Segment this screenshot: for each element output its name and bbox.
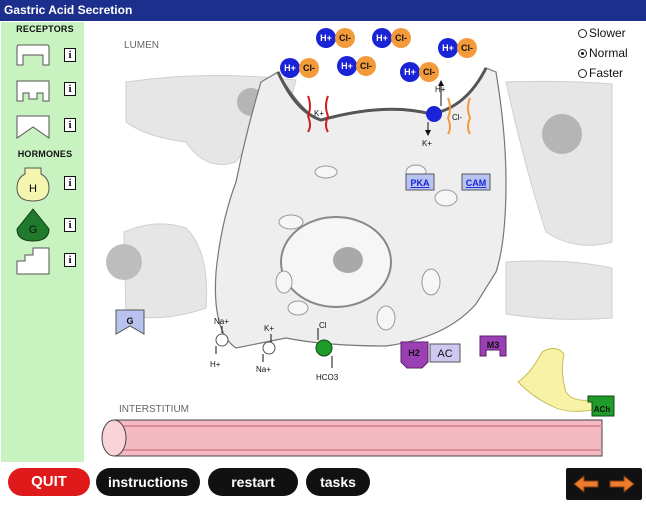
hormone-h-info-button[interactable]: i [64,176,76,190]
radio-dot-icon [578,29,587,38]
hormone-g-label: G [29,224,38,236]
receptor-type-3-icon[interactable] [16,115,50,139]
svg-text:G: G [126,316,133,326]
receptor-type-2-icon[interactable] [16,79,50,103]
ach-receptor-icon: ACh [587,395,615,417]
na-out-label: Na+ [256,365,271,374]
receptor-3-info-button[interactable]: i [64,118,76,132]
h-cl-pair-1: H+ Cl- [316,28,355,48]
g-receptor-icon: G [115,309,145,335]
hormone-g-info-button[interactable]: i [64,218,76,232]
receptor-type-1-icon[interactable] [16,44,50,66]
proton-pump-icon [425,80,444,136]
hormone-type-3-icon[interactable] [16,247,50,275]
quit-button[interactable]: QUIT [8,468,90,496]
hormone-3-info-button[interactable]: i [64,253,76,267]
hco3-label: HCO3 [316,373,339,382]
svg-text:ACh: ACh [594,405,611,414]
restart-button[interactable]: restart [208,468,298,496]
receptor-2-info-button[interactable]: i [64,82,76,96]
h-cl-pair-6: H+ Cl- [400,62,439,82]
cl-channel-icon [446,97,472,135]
ac-enzyme-icon: AC [429,343,461,363]
navigation-box [566,468,642,500]
svg-text:Cl-: Cl- [303,63,315,73]
cl-hco3-exchanger-icon [315,328,333,368]
right-arrow-icon[interactable] [609,474,635,494]
cl-channel-label: Cl- [452,113,463,122]
pump-k-label: K+ [422,139,432,148]
svg-text:H+: H+ [376,33,388,43]
k-in-label: K+ [264,324,274,333]
receptors-heading: RECEPTORS [16,24,74,34]
na-transporter-icon [215,326,229,354]
speed-slower-radio[interactable]: Slower [578,26,626,40]
na-in-label: Na+ [214,317,229,326]
na-k-pump-icon [262,334,276,362]
h-cl-pair-2: H+ Cl- [372,28,411,48]
left-arrow-icon[interactable] [573,474,599,494]
h-cl-pair-4: H+ Cl- [280,58,319,78]
svg-text:Cl-: Cl- [339,33,351,43]
svg-text:H+: H+ [341,61,353,71]
window-title: Gastric Acid Secretion [0,0,646,21]
hormone-g-icon[interactable]: G [16,208,50,242]
cell-scene: LUMEN INTERSTITIUM H+ Cl- H+ Cl- H+ Cl- … [86,22,646,462]
lumen-label: LUMEN [124,40,159,51]
svg-text:Cl-: Cl- [395,33,407,43]
receptor-1-info-button[interactable]: i [64,48,76,62]
speed-faster-radio[interactable]: Faster [578,66,623,80]
svg-text:H+: H+ [320,33,332,43]
cl-in-label: Cl [319,321,327,330]
svg-text:Cl-: Cl- [423,67,435,77]
pka-enzyme[interactable]: PKA [410,178,430,188]
svg-text:Cl-: Cl- [360,61,372,71]
blood-vessel-icon [101,419,603,457]
h-cl-pair-5: H+ Cl- [337,56,376,76]
k-channel-icon [306,95,330,133]
tasks-button[interactable]: tasks [306,468,370,496]
m3-receptor-icon: M3 [479,335,507,357]
sidebar: RECEPTORS i i i HORMONES H i G i i [1,22,84,462]
svg-text:H+: H+ [404,67,416,77]
svg-text:AC: AC [437,348,452,360]
interstitium-label: INTERSTITIUM [119,404,189,415]
svg-text:Cl-: Cl- [461,43,473,53]
k-channel-ion-label: K+ [314,109,324,118]
h-cl-pair-3: H+ Cl- [438,38,477,58]
h2-receptor-icon: H2 [400,341,429,369]
svg-text:H+: H+ [442,43,454,53]
hormones-heading: HORMONES [17,149,73,159]
radio-dot-selected-icon [578,49,587,58]
speed-normal-radio[interactable]: Normal [578,46,628,60]
cam-enzyme[interactable]: CAM [466,178,487,188]
instructions-button[interactable]: instructions [96,468,200,496]
h-out-label: H+ [210,360,221,369]
hormone-h-label: H [29,183,37,195]
svg-text:M3: M3 [487,340,500,350]
parietal-cell-diagram: LUMEN INTERSTITIUM H+ Cl- H+ Cl- H+ Cl- … [101,28,615,457]
svg-text:H2: H2 [408,348,420,358]
hormone-h-icon[interactable]: H [16,167,50,203]
pump-h-label: H+ [435,85,446,94]
radio-dot-icon [578,69,587,78]
svg-text:H+: H+ [284,63,296,73]
